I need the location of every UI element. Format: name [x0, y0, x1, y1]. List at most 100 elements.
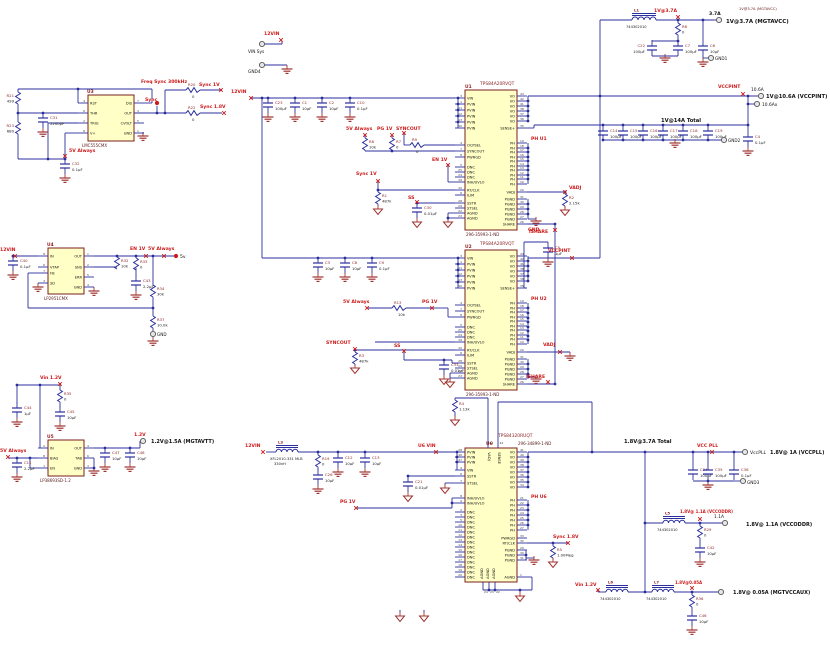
- pin-number: 24: [458, 333, 462, 337]
- cap-ref: C44: [24, 405, 32, 410]
- ground-symbol: [339, 273, 351, 282]
- resistor-ref: R36: [696, 596, 704, 601]
- junction-dot: [526, 173, 530, 177]
- cap-ref: C2: [329, 100, 335, 105]
- net-label: Sync 1.8V: [553, 534, 579, 546]
- pin-name: PH: [510, 518, 515, 522]
- pin-number: 38: [520, 267, 524, 271]
- net-label-text: 5V Always: [69, 148, 96, 154]
- pin-name: VO: [510, 475, 515, 479]
- ic-body: [464, 249, 518, 391]
- net-flag-icon: [709, 449, 715, 455]
- junction-dot: [456, 120, 460, 124]
- cap-ref: C14: [610, 128, 618, 133]
- pin-name: PGND: [505, 548, 516, 552]
- pin-number: 38: [520, 107, 524, 111]
- pin-name: PH: [510, 337, 515, 341]
- pin-number: 13: [520, 326, 524, 330]
- net-label: PH U1: [531, 136, 547, 142]
- pin-number: 16: [520, 313, 524, 317]
- resistor-body: [149, 315, 157, 329]
- pin-name: RST: [90, 101, 98, 105]
- junction-dot: [376, 188, 380, 192]
- pin-number: 16: [458, 553, 462, 557]
- cap-ref: C48: [137, 450, 145, 455]
- ic-body: [464, 447, 518, 583]
- resistor-ref: R19: [322, 456, 330, 461]
- net-flag-icon: [565, 540, 571, 546]
- pin-name: PGND: [505, 202, 516, 206]
- pin-name: PVIN: [467, 120, 476, 124]
- net-label-text: SS: [394, 343, 400, 349]
- net-flag-icon: [697, 516, 703, 522]
- cap-ref: C23: [275, 100, 283, 105]
- pin-name: GND: [74, 466, 82, 470]
- cap-ref: C17: [670, 128, 678, 133]
- cap-value: 2.2µF: [24, 466, 35, 471]
- pin-number: 29: [458, 364, 462, 368]
- net-label-text: ISHARE: [529, 229, 548, 235]
- pin-number: 29: [520, 546, 524, 550]
- junction-dot: [621, 138, 625, 142]
- cap-value: 10µF: [67, 415, 76, 420]
- pin-name: PWRGD: [467, 155, 481, 159]
- resistor-ref: R5: [557, 547, 563, 552]
- junction-dot: [526, 212, 530, 216]
- pin-number: 6: [460, 351, 462, 355]
- resistor-body: [561, 193, 569, 207]
- resistor-value: 1.00Meg: [557, 553, 574, 558]
- net-label: VCCPINT: [548, 248, 575, 261]
- junction-dot: [260, 96, 264, 100]
- junction-dot: [551, 541, 555, 545]
- annotation: 1V@14A Total: [661, 118, 701, 124]
- annotation: GND: [157, 332, 167, 337]
- resistor-ref: R35: [64, 391, 72, 396]
- pin-number: 3: [460, 513, 462, 517]
- pin-name: SENSE: [497, 452, 501, 465]
- net-flag-icon: [5, 454, 11, 460]
- pin-number: 31: [520, 556, 524, 560]
- cap-value: 100µF: [685, 49, 697, 54]
- pin-number: 29: [520, 205, 524, 209]
- ground-symbol: [99, 463, 111, 472]
- pin-number: 30: [520, 360, 524, 364]
- cap-value: 10µF: [699, 619, 708, 624]
- junction-dot: [526, 465, 530, 469]
- cap-ref: C32: [72, 161, 80, 166]
- cap-value: 10µF: [707, 551, 716, 556]
- ground-symbol: [147, 337, 159, 346]
- pin-number: 35: [520, 124, 524, 128]
- pin-number: 12: [458, 272, 462, 276]
- resistor-value: 680: [7, 129, 15, 134]
- pin-number: 19: [520, 139, 524, 143]
- pin-number: 24: [484, 590, 488, 594]
- pin-name: VO: [510, 450, 515, 454]
- net-label: VCCPINT: [718, 84, 746, 97]
- resistor-body: [351, 351, 359, 365]
- resistor-body: [149, 284, 157, 298]
- pin-name: SYNCOUT: [467, 149, 485, 153]
- cap-ref: C47: [112, 450, 120, 455]
- pin-number: 30: [520, 200, 524, 204]
- pin-number: 25: [458, 168, 462, 172]
- cap-ref: C19: [715, 128, 723, 133]
- resistor-body: [549, 545, 557, 559]
- pin-name: SNS: [75, 265, 83, 269]
- net-flag-icon: [221, 110, 227, 116]
- cap-ref: C8: [352, 260, 358, 265]
- net-label-text: Sync: [145, 97, 158, 103]
- pin-name: DNC: [467, 535, 475, 539]
- ground-triangle: [394, 615, 406, 623]
- junction-dot: [706, 123, 710, 127]
- pin-name: OUT: [74, 254, 82, 258]
- resistor-ref: R7: [396, 139, 402, 144]
- junction-dot: [456, 262, 460, 266]
- junction-dot: [15, 456, 19, 460]
- pin-name: OUT: [124, 111, 132, 115]
- ground-triangle: [547, 561, 559, 569]
- ic-order-number: 296-35993-1-ND: [466, 232, 499, 237]
- junction-dot: [676, 18, 680, 22]
